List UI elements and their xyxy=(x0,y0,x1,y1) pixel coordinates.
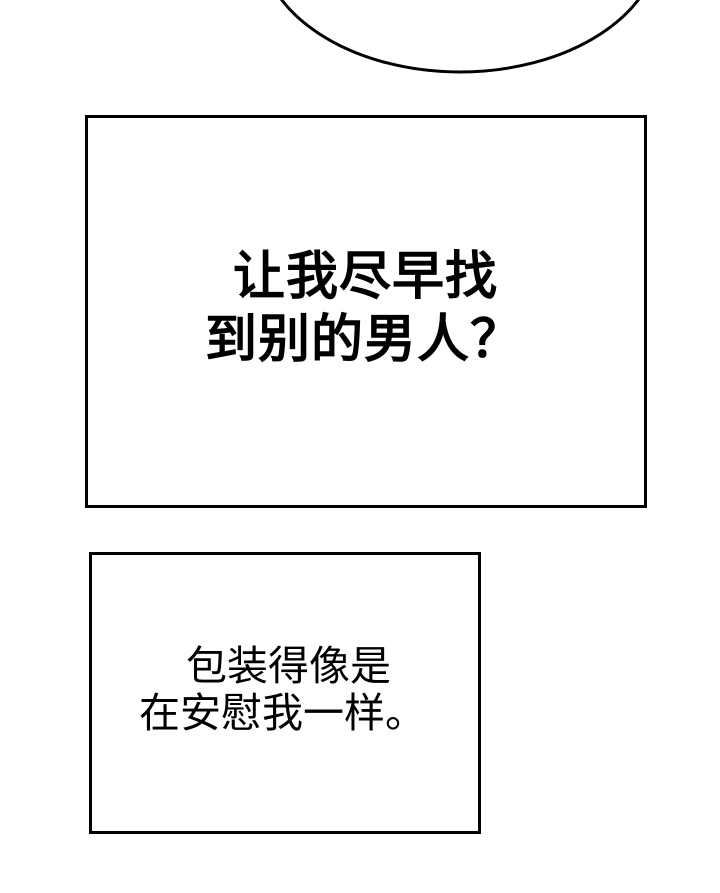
caption-1-line-1: 让我尽早找 xyxy=(233,247,499,307)
speech-bubble-outline xyxy=(279,0,641,74)
caption-2-line-1: 包装得像是 xyxy=(186,642,391,690)
caption-box-1: 让我尽早找 到别的男人？ xyxy=(85,115,647,508)
caption-2-line-2: 在安慰我一样。 xyxy=(139,689,426,737)
caption-box-2: 包装得像是 在安慰我一样。 xyxy=(89,552,481,834)
caption-1-line-2: 到别的男人？ xyxy=(205,310,524,370)
caption-text-1: 让我尽早找 到别的男人？ xyxy=(205,246,523,372)
speech-bubble-top xyxy=(0,0,720,80)
caption-text-2: 包装得像是 在安慰我一样。 xyxy=(139,643,426,737)
